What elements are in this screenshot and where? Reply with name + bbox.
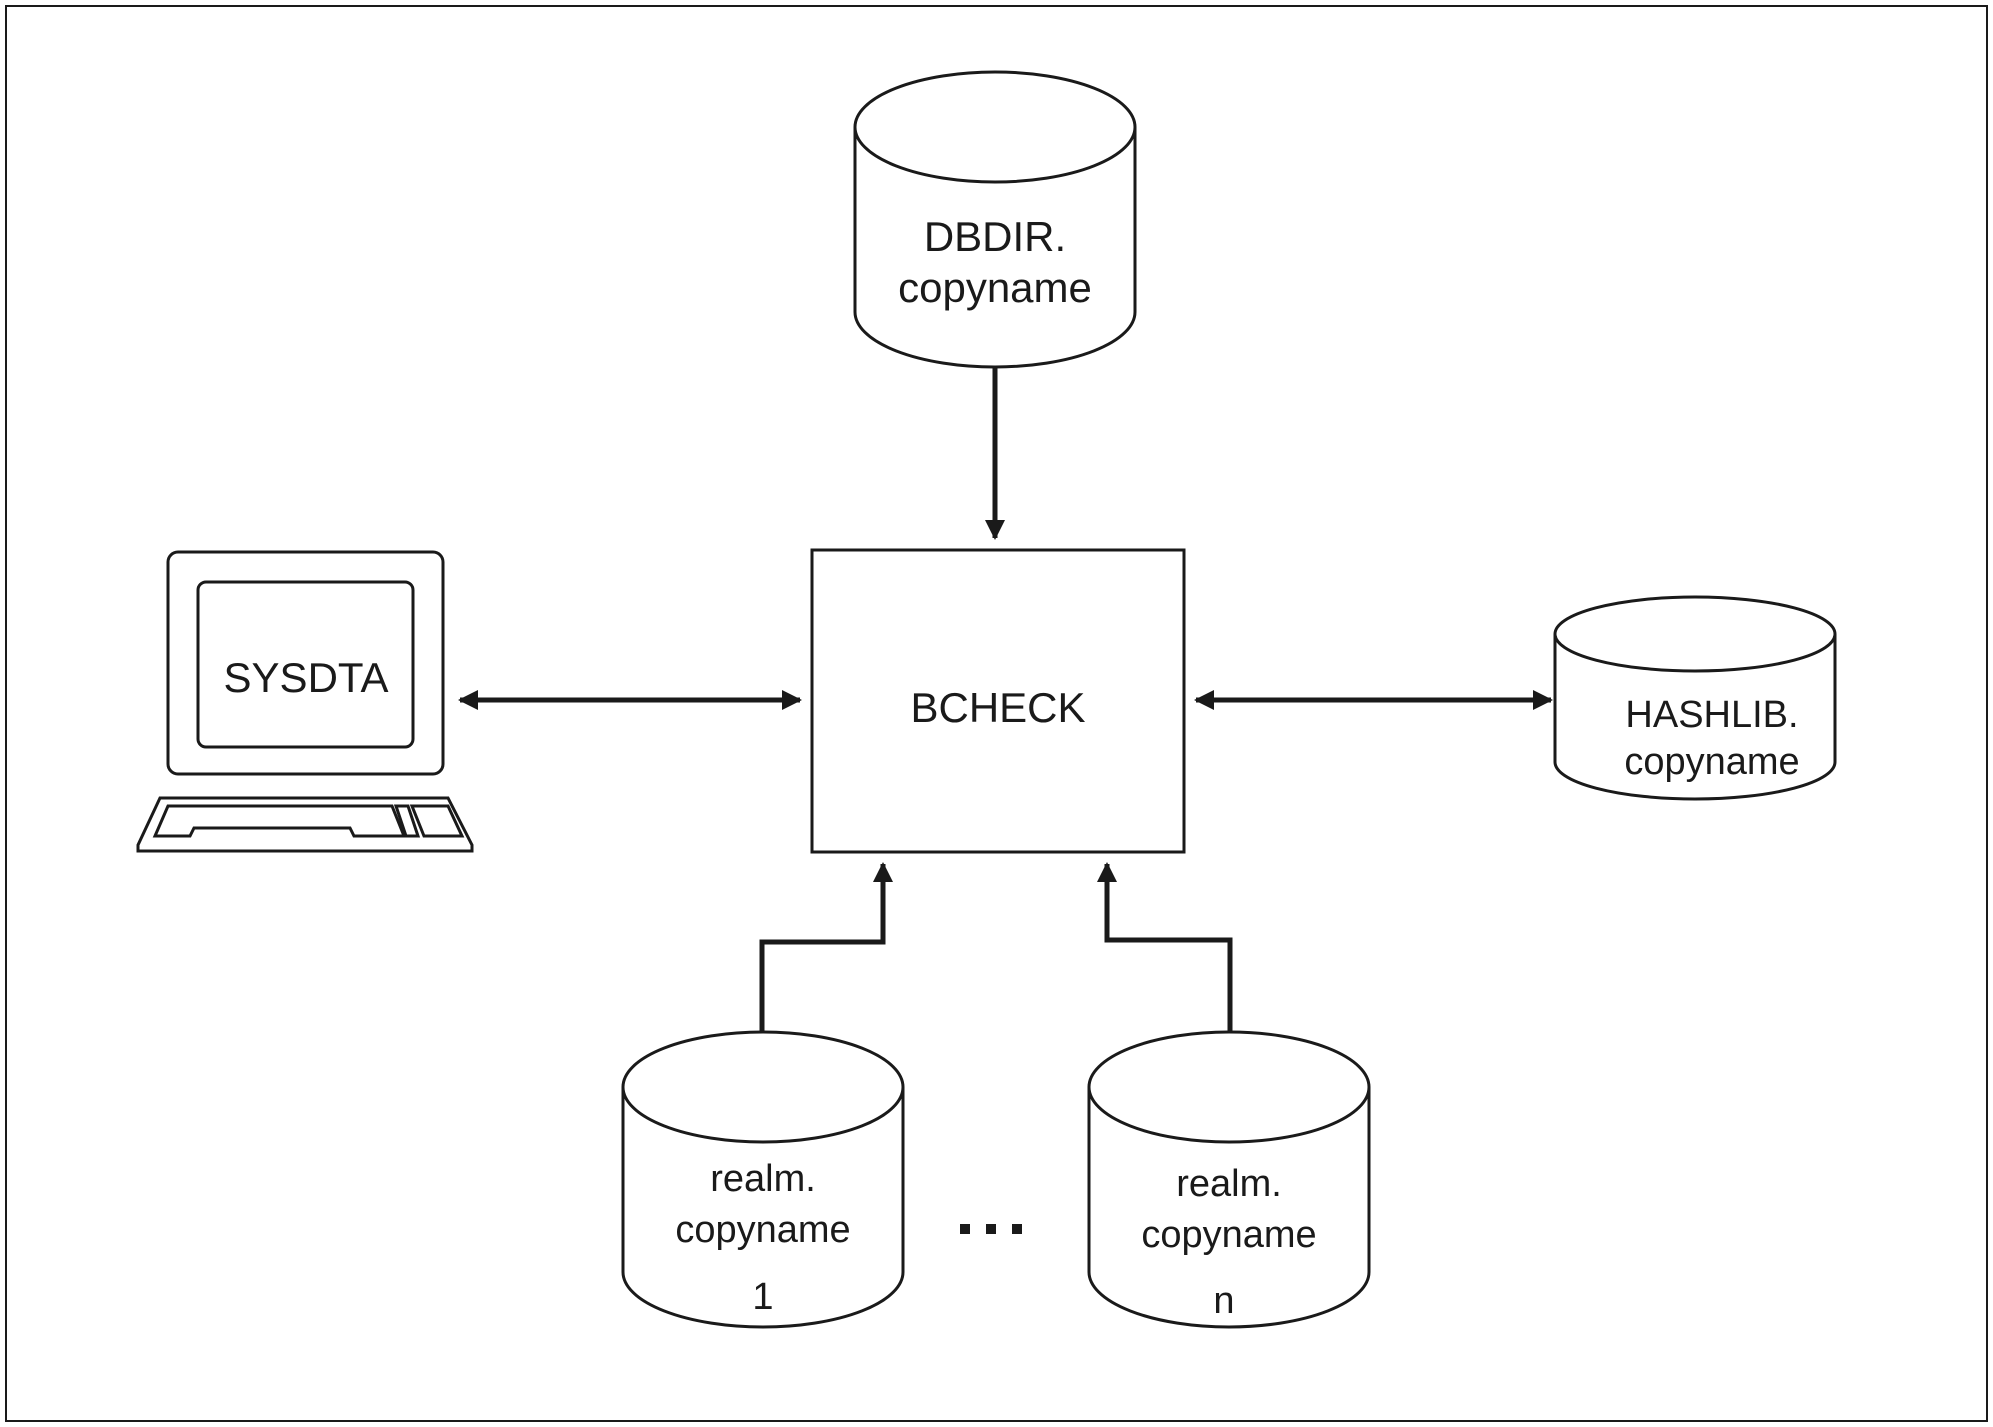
connector-realm-n-to-bcheck — [1097, 862, 1233, 1032]
realm-1-database-icon — [621, 1030, 905, 1329]
bcheck-label: BCHECK — [910, 684, 1085, 731]
realm-1-label-line2: copyname — [675, 1209, 850, 1251]
hashlib-label-line2: copyname — [1624, 741, 1799, 783]
terminal-computer-icon — [136, 550, 474, 853]
realm-1-label-line1: realm. — [710, 1158, 816, 1200]
connector-realm-1-to-bcheck — [759, 862, 893, 1032]
dbdir-database-icon — [853, 70, 1137, 369]
realm-n-label-line1: realm. — [1176, 1163, 1282, 1205]
terminal-label: SYSDTA — [224, 654, 389, 701]
hashlib-label-line1: HASHLIB. — [1625, 694, 1798, 736]
dbdir-label-line1: DBDIR. — [924, 213, 1066, 260]
realm-1-index: 1 — [752, 1276, 773, 1318]
hashlib-database-icon — [1553, 595, 1837, 801]
dbdir-label-line2: copyname — [898, 264, 1092, 311]
ellipsis-dots — [960, 1224, 1022, 1234]
bcheck-process-box — [810, 548, 1186, 854]
outer-frame — [5, 5, 1988, 1422]
realm-n-database-icon — [1087, 1030, 1371, 1329]
realm-n-index: n — [1213, 1280, 1234, 1322]
realm-n-label-line2: copyname — [1141, 1214, 1316, 1256]
